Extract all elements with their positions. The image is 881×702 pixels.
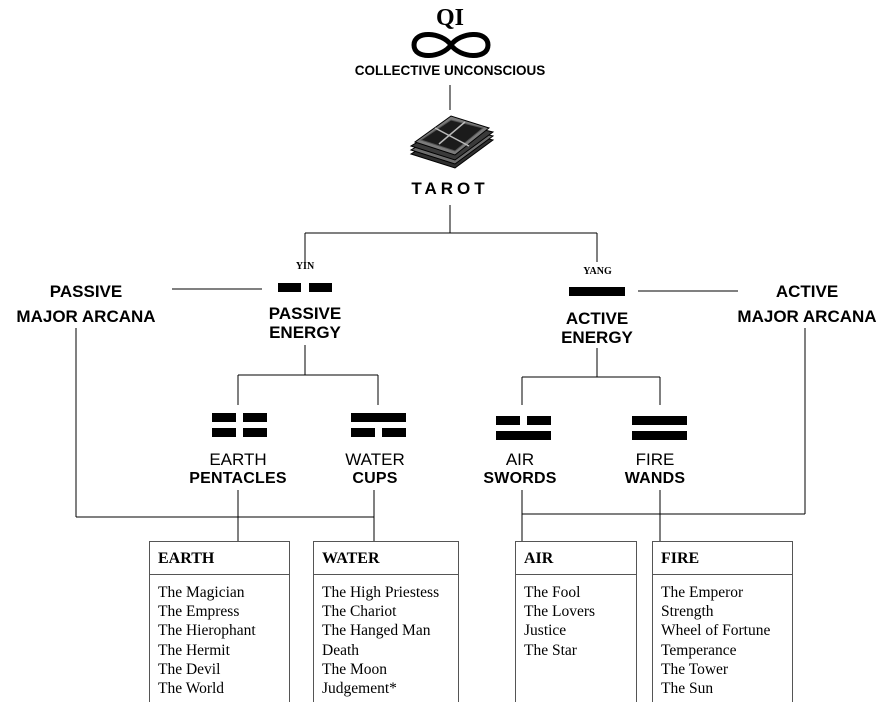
list-item: The High Priestess	[322, 584, 440, 601]
list-item: The Tower	[661, 660, 729, 678]
list-item: Death	[322, 641, 360, 659]
passive-energy-label: PASSIVE ENERGY	[245, 304, 365, 342]
passive-major-arcana-label: PASSIVE MAJOR ARCANA	[0, 279, 172, 329]
air-box-title: AIR	[516, 542, 636, 575]
tarot-deck-icon	[409, 115, 495, 169]
active-arcana-line1: ACTIVE	[775, 282, 839, 301]
element-air: AIR SWORDS	[460, 450, 580, 488]
list-item: The Chariot	[322, 603, 397, 621]
list-item: The Hanged Man	[322, 622, 431, 640]
element-fire-suit: WANDS	[624, 470, 686, 487]
passive-arcana-line1: PASSIVE	[49, 282, 123, 301]
active-energy-line1: ACTIVE	[565, 309, 629, 328]
air-card-box: AIR The Fool The Lovers Justice The Star	[515, 541, 637, 702]
fire-card-list: The Emperor Strength Wheel of Fortune Te…	[653, 575, 792, 698]
list-item: Wheel of Fortune	[661, 622, 771, 640]
active-major-arcana-label: ACTIVE MAJOR ARCANA	[725, 279, 881, 329]
element-air-name: AIR	[505, 450, 535, 469]
list-item: The Moon	[322, 660, 388, 678]
element-water: WATER CUPS	[315, 450, 435, 488]
fire-card-box: FIRE The Emperor Strength Wheel of Fortu…	[652, 541, 793, 702]
list-item: The Hermit	[158, 641, 230, 659]
fire-box-title: FIRE	[653, 542, 792, 575]
list-item: The World	[158, 680, 225, 698]
earth-card-box: EARTH The Magician The Empress The Hiero…	[149, 541, 290, 702]
passive-energy-line2: ENERGY	[269, 323, 341, 342]
air-card-list: The Fool The Lovers Justice The Star	[516, 575, 636, 660]
element-fire-name: FIRE	[635, 450, 675, 469]
collective-unconscious-label: COLLECTIVE UNCONSCIOUS	[354, 63, 546, 78]
list-item: The Magician	[158, 584, 245, 601]
qi-title: QI	[435, 5, 464, 31]
list-item: Judgement*	[322, 680, 397, 698]
list-item: The Emperor	[661, 584, 744, 601]
list-item: Strength	[661, 603, 714, 621]
list-item: Justice	[524, 622, 567, 640]
element-water-suit: CUPS	[352, 470, 398, 487]
element-earth-suit: PENTACLES	[189, 470, 287, 487]
active-energy-line2: ENERGY	[561, 328, 633, 347]
tarot-label: TAROT	[411, 179, 489, 198]
list-item: The Star	[524, 641, 577, 659]
water-card-box: WATER The High Priestess The Chariot The…	[313, 541, 459, 702]
list-item: Temperance	[661, 641, 737, 659]
list-item: The Empress	[158, 603, 240, 621]
element-earth: EARTH PENTACLES	[178, 450, 298, 488]
passive-arcana-line2: MAJOR ARCANA	[16, 307, 156, 326]
element-fire: FIRE WANDS	[595, 450, 715, 488]
infinity-icon	[411, 32, 491, 58]
element-water-name: WATER	[345, 450, 405, 469]
water-card-list: The High Priestess The Chariot The Hange…	[314, 575, 458, 698]
passive-energy-line1: PASSIVE	[268, 304, 342, 323]
list-item: The Lovers	[524, 603, 596, 621]
element-earth-name: EARTH	[209, 450, 267, 469]
yin-label: YIN	[295, 261, 315, 272]
list-item: The Devil	[158, 660, 221, 678]
active-arcana-line2: MAJOR ARCANA	[737, 307, 877, 326]
earth-card-list: The Magician The Empress The Hierophant …	[150, 575, 289, 698]
active-energy-label: ACTIVE ENERGY	[537, 309, 657, 347]
element-air-suit: SWORDS	[483, 470, 557, 487]
water-box-title: WATER	[314, 542, 458, 575]
list-item: The Hierophant	[158, 622, 256, 640]
list-item: The Sun	[661, 680, 714, 698]
list-item: The Fool	[524, 584, 581, 601]
yang-solid-line-icon	[569, 287, 625, 296]
earth-box-title: EARTH	[150, 542, 289, 575]
yang-label: YANG	[583, 266, 612, 277]
